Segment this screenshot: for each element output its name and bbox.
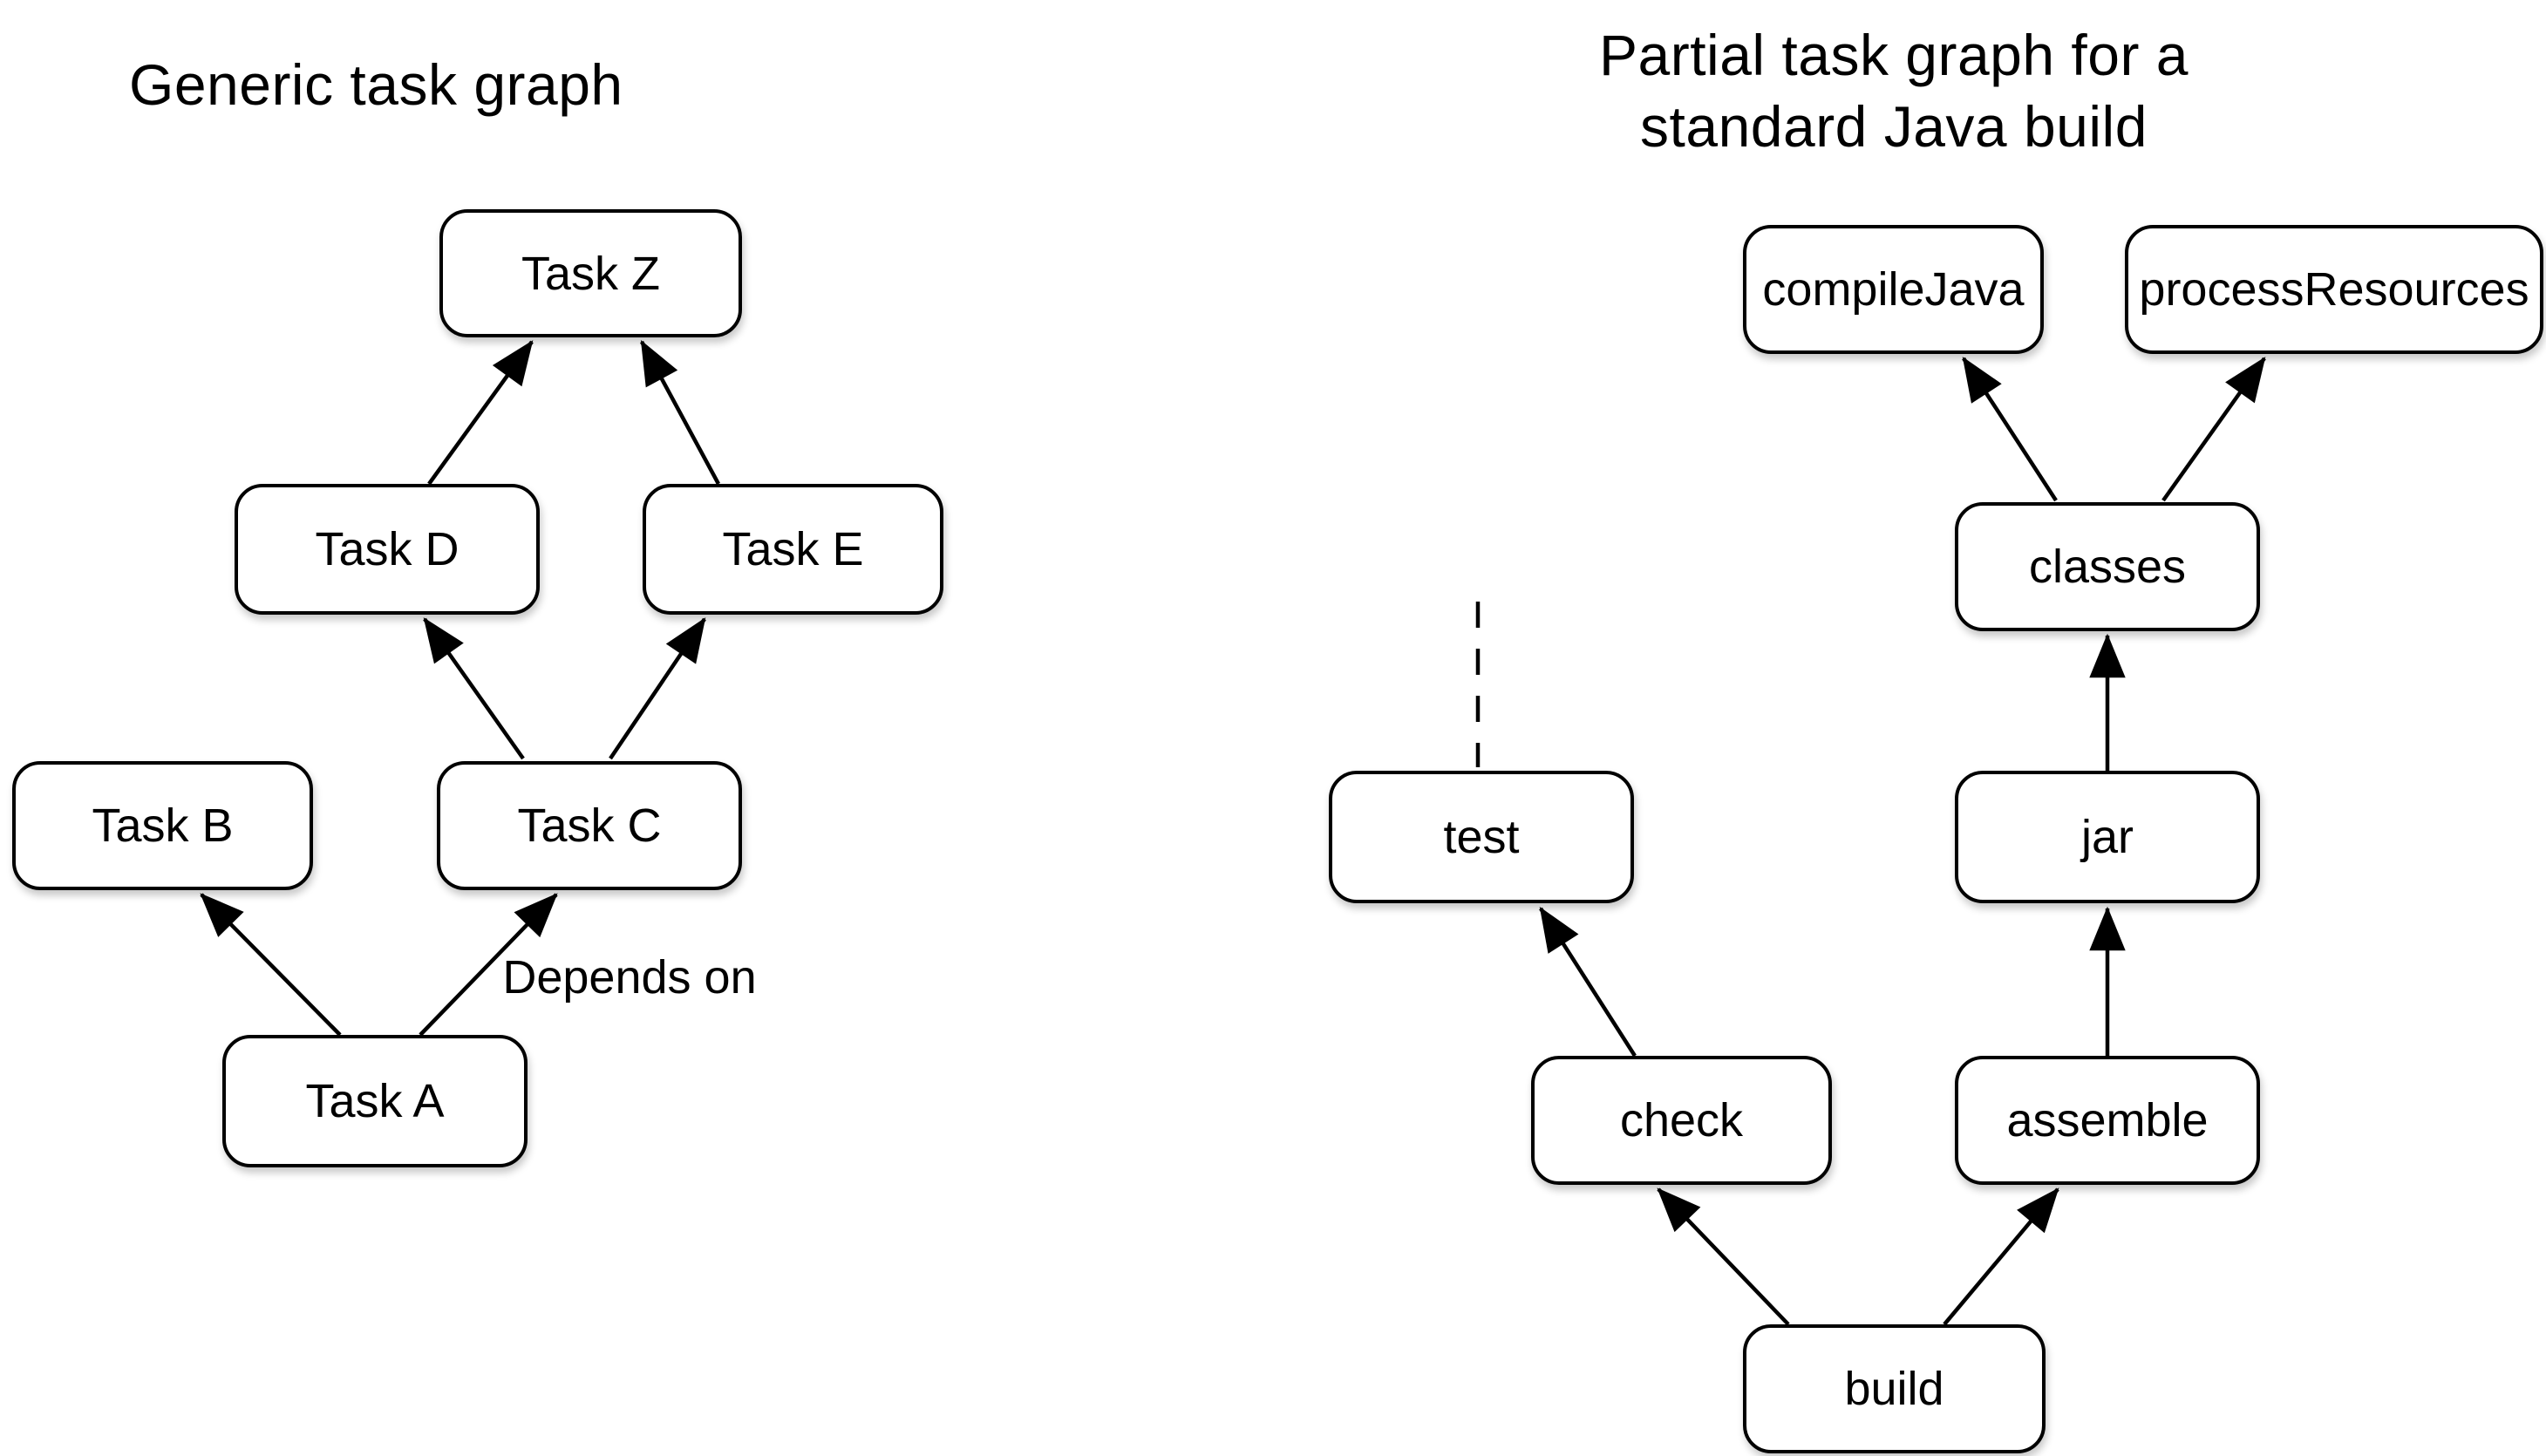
node-test: test xyxy=(1329,771,1634,903)
edge-task-a-to-task-b xyxy=(200,893,342,1037)
edge-task-d-to-task-z xyxy=(427,340,534,486)
right-graph-title-line2: standard Java build xyxy=(1640,94,2148,159)
node-processresources: processResources xyxy=(2125,225,2543,354)
node-task-z: Task Z xyxy=(439,209,742,337)
edge-build-to-assemble xyxy=(1943,1187,2059,1326)
edge-task-a-to-task-c xyxy=(419,893,558,1037)
node-assemble: assemble xyxy=(1955,1056,2260,1185)
edge-task-c-to-task-e xyxy=(609,617,706,760)
edge-classes-to-compilejava xyxy=(1962,357,2058,502)
node-check: check xyxy=(1531,1056,1832,1185)
node-jar: jar xyxy=(1955,771,2260,903)
edge-task-c-to-task-d xyxy=(423,617,525,760)
left-graph-title: Generic task graph xyxy=(129,52,623,117)
node-task-e: Task E xyxy=(643,484,943,615)
node-compilejava: compileJava xyxy=(1743,225,2044,354)
node-task-b: Task B xyxy=(12,761,313,890)
depends-on-label: Depends on xyxy=(502,951,757,1004)
edge-classes-to-processresources xyxy=(2161,357,2266,502)
right-graph-title-line1: Partial task graph for a xyxy=(1599,23,2189,87)
edge-check-to-test xyxy=(1539,907,1637,1058)
edge-task-e-to-task-z xyxy=(640,339,720,486)
node-task-c: Task C xyxy=(437,761,742,890)
node-build: build xyxy=(1743,1324,2046,1453)
node-task-a: Task A xyxy=(222,1035,528,1167)
right-graph-title: Partial task graph for a standard Java b… xyxy=(1458,19,2330,162)
edge-build-to-check xyxy=(1657,1187,1790,1326)
node-task-d: Task D xyxy=(235,484,540,615)
node-classes: classes xyxy=(1955,502,2260,631)
